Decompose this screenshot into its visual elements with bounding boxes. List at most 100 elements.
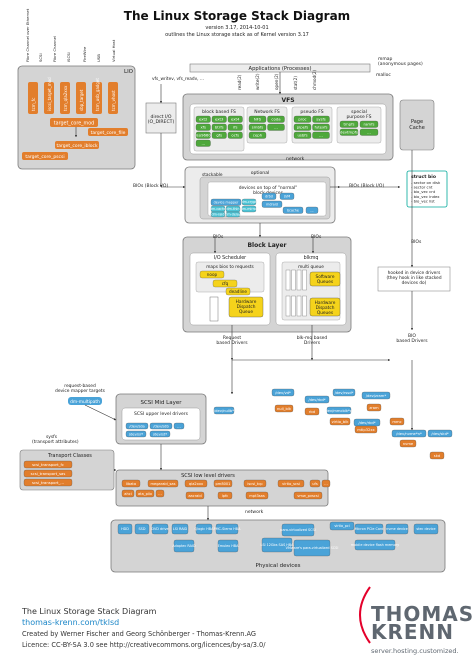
fabric-scsi: SCSI [38, 53, 43, 62]
low-1-megaraid-sas-box [147, 479, 179, 488]
phys-vmware-s-para-virtualized-scsi-label: VMware's para-virtualized SCSI [286, 546, 339, 550]
sysfs-label: sysfs(transport attributes) [32, 434, 79, 445]
netfs-ceph-label: ceph [253, 133, 263, 138]
driver-nvme-box [399, 439, 417, 448]
stackable-title-line1: devices on top of "normal" [239, 185, 298, 191]
node-dev-nvme-n-label: /dev/nvme*n* [396, 432, 422, 436]
fs-ext2-label: ext2 [199, 117, 208, 122]
vfs-network-label: network [286, 156, 305, 162]
vfs-calls-label: vfs_writev, vfs_readv, ... [152, 76, 204, 82]
hooked-line2: (they hook in like stacked [386, 275, 441, 281]
hw-dispatch-queues-line2: Dispatch [316, 305, 335, 311]
transport-2-label: scsi_transport_... [32, 480, 64, 485]
hw-queue-bar-2 [296, 295, 302, 317]
scheduler-deadline-label: deadline [229, 289, 247, 294]
low-14-vmw-pvscsi-label: vmw_pvscsi [297, 494, 319, 498]
low-8-ahci-box [121, 489, 135, 498]
phys-hdd-box [117, 523, 133, 535]
low-3-pm8001-label: pm8001 [216, 482, 231, 486]
malloc-label: malloc [376, 72, 391, 78]
bios-right-label: BIOs (Block I/O) [349, 183, 384, 189]
target-core-file-box [88, 128, 128, 136]
driver-virtio-blk-label: virtio_blk [332, 420, 350, 424]
lio-title: LIO [124, 69, 134, 75]
driver-zram-box [366, 403, 382, 412]
sysfs-line1: sysfs [46, 434, 58, 440]
stack-dm-delay-label: dm-delay [225, 213, 241, 217]
netfs-smbfs-label: smbfs [252, 125, 263, 130]
fabric-iscsi: iSCSI [66, 52, 71, 62]
struct-bio-lines: - sector on disk- sector cnt- bio_vec cn… [411, 180, 441, 203]
target-core-mod-label: target_core_mod [54, 121, 94, 127]
target-core-pscsi-box [22, 152, 68, 160]
specialfs-more-3-label: ... [367, 130, 371, 135]
phys-pmc-sierra-hba-label: PMC-Sierra HBA [214, 527, 242, 531]
fs-gfs-label: gfs [216, 133, 222, 138]
bio-based-line2: based Drivers [396, 338, 428, 344]
pseudofs-more-5-box [312, 131, 330, 139]
specialfs-tmpfs-label: tmpfs [344, 122, 355, 127]
phys-ssd-label: SSD [139, 527, 146, 531]
driver-mmc-label: mmc [392, 420, 401, 424]
phys-adaptec-raid-box [173, 539, 195, 553]
fabric-fibre-channel-over-ethernet: Fibre Channel over Ethernet [25, 8, 30, 62]
node-dev-nvme-n-box [391, 429, 427, 438]
node-dev-skd-label: /dev/skd* [431, 432, 449, 436]
specialfs-ramfs-label: ramfs [364, 122, 375, 127]
maps-bios-label: maps bios to requests [206, 264, 254, 270]
sysfs-line2: (transport attributes) [32, 439, 79, 445]
fs-more-9-label: ... [201, 141, 205, 146]
logo-thomas: THOMAS [371, 602, 474, 626]
driver-rbd-label: rbd [309, 410, 315, 414]
footer-link[interactable]: thomas-krenn.com/tklsd [22, 618, 120, 627]
hooked-label: hooked in device drivers(they hook in li… [386, 270, 441, 286]
low-11-aacraid-box [185, 491, 205, 500]
phys-virtio-pci-box [329, 521, 355, 531]
phys-qlogic-hba-box [195, 523, 213, 535]
lio-module-tcm-vhost: tcm_vhost [111, 90, 116, 111]
logo-tagline: server.hosting.customized. [371, 647, 459, 655]
misc-node-2-dev-mmcblk-p-label: /dev/mmcblk*p* [324, 409, 354, 413]
phys-stec-device-label: stec device [416, 527, 435, 531]
phys-emulex-hba-label: Emulex HBA [218, 544, 240, 548]
phys-lsi-raid-label: LSI RAID [173, 527, 188, 531]
low-6-ufs-label: ufs [312, 482, 318, 486]
phys-para-virtualized-scsi-label: para-virtualized SCSI [280, 528, 315, 532]
phys-qlogic-hba-label: Qlogic HBA [195, 527, 215, 531]
fs-xfs-box [195, 123, 211, 131]
phys-lsi-raid-box [171, 523, 189, 535]
phys-stec-device-box [413, 523, 439, 535]
specialfs-ramfs-box [359, 120, 379, 128]
driver-mtip32xx-box [354, 425, 378, 434]
low-7-more-label: ... [324, 482, 327, 486]
node-dev-nullb-box [213, 406, 235, 415]
scsi-upper-nodes: /dev/sda/dev/sdb.../dev/sr*/dev/st* [125, 422, 185, 438]
specialfs-devtmpfs-box [339, 128, 359, 136]
applications-label: Applications (Processes) [249, 66, 312, 72]
stack-more-box [305, 206, 319, 214]
direct-io-box [145, 102, 177, 134]
scheduler-cfq-box [212, 279, 238, 288]
pseudofs-usbfs-box [293, 131, 312, 139]
block-fs-title: block based FS [202, 109, 236, 115]
hooked-box [377, 266, 451, 292]
request-queue [209, 296, 219, 322]
stack-bcache-box [282, 206, 304, 214]
low-9-ata-piix-box [135, 489, 155, 498]
multi-queue-bars [285, 269, 307, 317]
misc-node-0-dev-zram-box [361, 391, 391, 400]
stack-device-mapper-label: device mapper [214, 200, 239, 204]
low-6-ufs-box [309, 479, 321, 488]
target-core-iblock-box [55, 141, 99, 149]
phys-lsi-12gbs-sas-hba-box [261, 537, 293, 553]
hw-dispatch-queues-box [309, 297, 341, 317]
phys-ssd-box [134, 523, 150, 535]
stack-dm-crypt-label: dm-crypt [242, 200, 258, 204]
driver-nvme-label: nvme [403, 442, 414, 446]
optional-label: optional [251, 170, 270, 176]
